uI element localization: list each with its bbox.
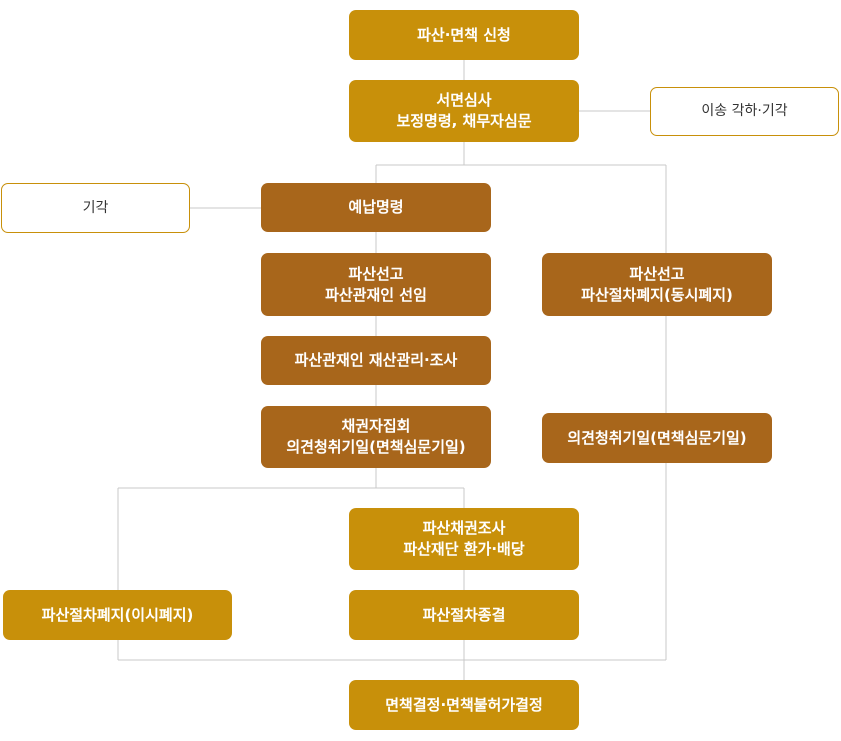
node-termination: 파산절차종결 — [349, 590, 579, 640]
node-prepayment-order: 예납명령 — [261, 183, 491, 232]
node-claims-distribution-line1: 파산채권조사 — [422, 519, 506, 537]
node-creditors-meeting-line2: 의견청취기일(면책심문기일) — [286, 438, 466, 456]
node-declaration-concurrent-line2: 파산절차폐지(동시폐지) — [581, 285, 733, 304]
node-trustee-management: 파산관재인 재산관리·조사 — [261, 336, 491, 385]
node-transfer-dismissal-line1: 이송 각하·기각 — [701, 103, 788, 119]
node-declaration-concurrent-line1: 파산선고 — [629, 264, 685, 283]
node-claims-distribution: 파산채권조사 파산재단 환가·배당 — [349, 508, 579, 570]
node-claims-distribution-line2: 파산재단 환가·배당 — [403, 540, 525, 558]
node-petition: 파산·면책 신청 — [349, 10, 579, 60]
node-dismissal-line1: 기각 — [82, 199, 109, 216]
node-transfer-dismissal: 이송 각하·기각 — [650, 87, 839, 136]
node-creditors-meeting-line1: 채권자집회 — [341, 417, 411, 435]
node-declaration-concurrent-abolition: 파산선고 파산절차폐지(동시폐지) — [542, 253, 772, 316]
node-written-review-line1: 서면심사 — [436, 91, 492, 109]
node-written-review: 서면심사 보정명령, 채무자심문 — [349, 80, 579, 142]
node-termination-line1: 파산절차종결 — [422, 605, 506, 624]
node-declaration-trustee-line1: 파산선고 — [348, 264, 404, 283]
node-written-review-line2: 보정명령, 채무자심문 — [396, 112, 532, 130]
node-discharge-decision: 면책결정·면책불허가결정 — [349, 680, 579, 730]
node-creditors-meeting: 채권자집회 의견청취기일(면책심문기일) — [261, 406, 491, 468]
node-abolition-later: 파산절차폐지(이시폐지) — [3, 590, 232, 640]
node-petition-line1: 파산·면책 신청 — [417, 25, 511, 44]
node-dismissal: 기각 — [1, 183, 190, 233]
node-abolition-later-line1: 파산절차폐지(이시폐지) — [41, 605, 194, 624]
node-discharge-decision-line1: 면책결정·면책불허가결정 — [385, 695, 543, 714]
node-opinion-hearing-line1: 의견청취기일(면책심문기일) — [567, 428, 747, 447]
node-prepayment-order-line1: 예납명령 — [348, 198, 404, 216]
node-opinion-hearing: 의견청취기일(면책심문기일) — [542, 413, 772, 463]
node-declaration-trustee: 파산선고 파산관재인 선임 — [261, 253, 491, 316]
node-trustee-management-line1: 파산관재인 재산관리·조사 — [294, 351, 458, 369]
node-declaration-trustee-line2: 파산관재인 선임 — [325, 285, 427, 304]
